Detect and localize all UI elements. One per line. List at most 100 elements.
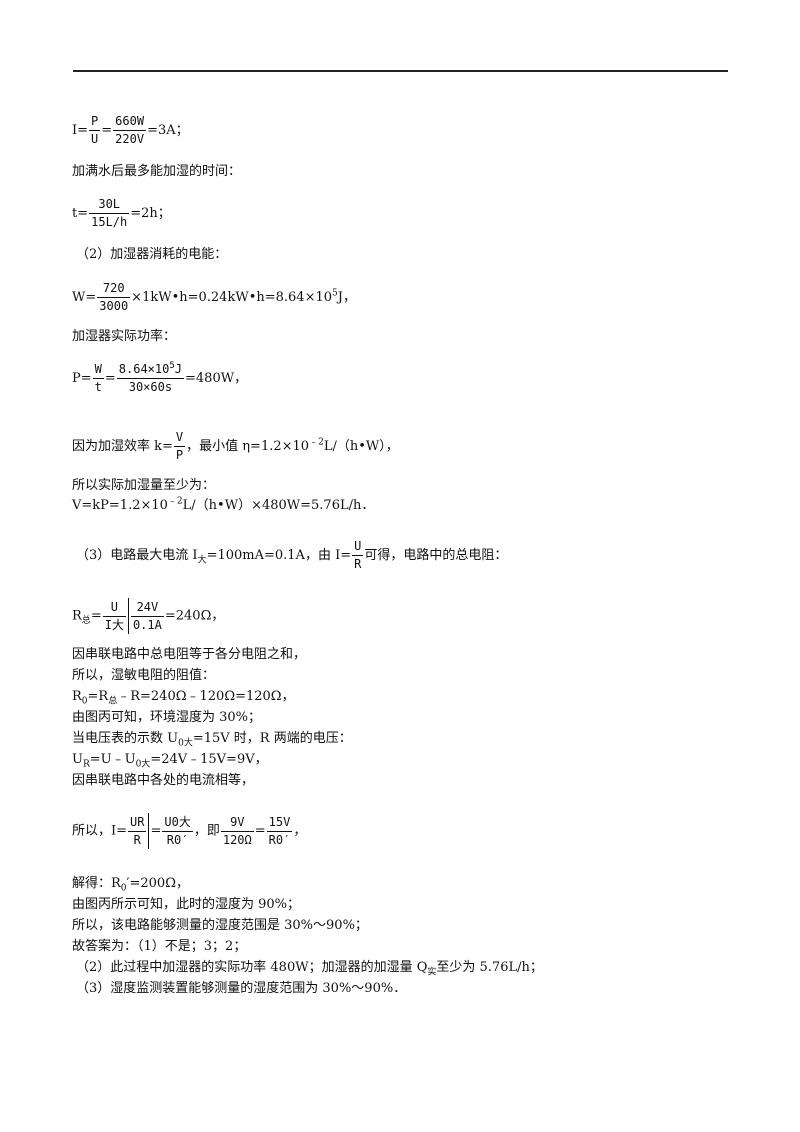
text: =480W， [185, 371, 248, 386]
answer-heading: 故答案为：（1）不是；3；2； [72, 939, 247, 954]
paragraph: 由图丙可知，环境湿度为 30%； [72, 710, 262, 725]
subscript: R [82, 759, 90, 770]
numerator: P [89, 113, 101, 131]
denominator: 0.1A [132, 617, 162, 632]
solve-line: 解得：R0′=200Ω， [72, 876, 189, 894]
text: =240Ω， [164, 608, 225, 624]
subscript: 0大 [178, 738, 193, 749]
numerator: 8.64×105J [116, 361, 185, 379]
text: = [254, 823, 266, 839]
numerator: 24V [130, 599, 164, 617]
paragraph: 因串联电路中各处的电流相等， [72, 773, 255, 788]
paragraph: （2）加湿器消耗的电能： [76, 247, 228, 262]
text: V=kP=1.2×10 [72, 498, 168, 513]
text: R [72, 608, 82, 624]
subscript: 0 [120, 883, 127, 894]
denominator: P [175, 448, 184, 462]
divider-bar [148, 813, 150, 849]
denominator: 120Ω [222, 832, 252, 847]
paragraph: 因串联电路中总电阻等于各分电阻之和， [72, 647, 307, 662]
text: =2h； [130, 206, 171, 221]
text: =15V 时，R 两端的电压： [192, 731, 352, 746]
subscript: 0大 [135, 759, 151, 770]
denominator: U [91, 132, 99, 146]
text: （2）此过程中加湿器的实际功率 480W；加湿器的加湿量 Q [76, 960, 428, 975]
paragraph: 加满水后最多能加湿的时间： [72, 164, 242, 179]
numerator: U [352, 538, 364, 556]
text: （3）电路最大电流 I [76, 548, 198, 563]
text: W= [72, 290, 97, 305]
subscript: 大 [197, 555, 207, 566]
denominator: t [94, 380, 102, 394]
superscript: ﹣2 [309, 437, 324, 448]
text: 可得，电路中的总电阻： [364, 548, 508, 563]
subscript: 0 [81, 696, 88, 707]
paragraph: 所以，该电路能够测量的湿度范围是 30%～90%； [72, 918, 368, 933]
answer-part-2: （2）此过程中加湿器的实际功率 480W；加湿器的加湿量 Q实至少为 5.76L… [76, 960, 543, 978]
numerator: W [92, 361, 104, 379]
text: =100mA=0.1A，由 I= [206, 548, 352, 563]
denominator: R0′ [268, 832, 291, 847]
voltage-line: 当电压表的示数 U0大=15V 时，R 两端的电压： [72, 731, 352, 749]
subscript: 总 [108, 696, 118, 707]
text: =R [87, 689, 109, 704]
text: P= [72, 371, 92, 386]
subscript: 实 [427, 967, 437, 978]
answer-part-3: （3）湿度监测装置能够测量的湿度范围为 30%～90%． [76, 981, 407, 996]
text: I= [72, 123, 89, 138]
denominator: 3000 [99, 299, 129, 313]
text: J， [337, 290, 356, 305]
volume-formula: V=kP=1.2×10﹣2L/（h•W）×480W=5.76L/h． [72, 496, 375, 514]
denominator: R [354, 557, 362, 571]
numerator: 30L [89, 196, 130, 214]
denominator: 220V [115, 132, 145, 146]
text: = [101, 123, 113, 138]
denominator: 15L/h [91, 215, 128, 229]
numerator: 720 [97, 280, 131, 298]
text: =U﹣U [89, 752, 136, 767]
denominator: R0′ [166, 832, 189, 847]
denominator: R [133, 832, 141, 847]
superscript: 5 [332, 288, 338, 299]
text: L/（h•W）×480W=5.76L/h． [182, 498, 375, 513]
text: =3A； [147, 123, 189, 138]
text: R [72, 689, 82, 704]
superscript: ﹣2 [167, 496, 183, 507]
text: ， [293, 823, 307, 839]
text: = [90, 608, 102, 624]
superscript: 5 [169, 361, 175, 371]
numerator: 660W [113, 113, 147, 131]
subscript: 总 [81, 616, 91, 627]
text: 解得：R [72, 876, 121, 891]
numerator: V [173, 429, 186, 447]
r0-formula: R0=R总﹣R=240Ω﹣120Ω=120Ω， [72, 689, 295, 707]
text: 至少为 5.76L/h； [436, 960, 543, 975]
paragraph: 加湿器实际功率： [72, 329, 177, 344]
text: 当电压表的示数 U [72, 731, 179, 746]
text: ×1kW•h=0.24kW•h=8.64×10 [131, 290, 333, 305]
numerator: UR [128, 814, 147, 832]
numerator: U [102, 599, 126, 617]
text: = [150, 823, 162, 839]
text: = [104, 371, 116, 386]
numerator: 15V [266, 814, 293, 832]
numerator: U0大 [162, 814, 193, 832]
denominator: 30×60s [128, 380, 173, 394]
text: L/（h•W）， [323, 439, 399, 454]
text: J [174, 362, 183, 376]
text: ﹣R=240Ω﹣120Ω=120Ω， [117, 689, 295, 704]
